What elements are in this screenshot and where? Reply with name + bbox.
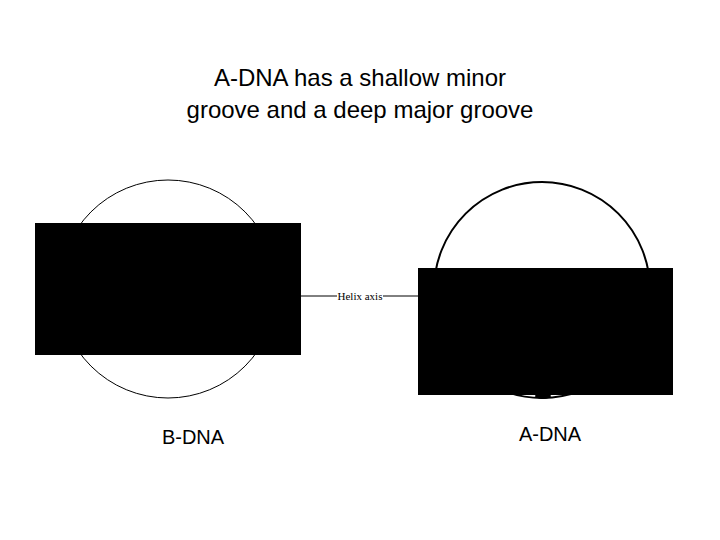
diagram-title: A-DNA has a shallow minor groove and a d…: [178, 62, 542, 126]
axis-label: Helix axis: [337, 290, 384, 303]
a-dna-base-pair-block: [418, 268, 673, 395]
form-label: A-DNA: [519, 422, 581, 446]
form-label: B-DNA: [162, 425, 224, 449]
b-dna-base-pair-block: [35, 223, 301, 355]
a-dna-minor-groove-bump: [535, 393, 551, 399]
